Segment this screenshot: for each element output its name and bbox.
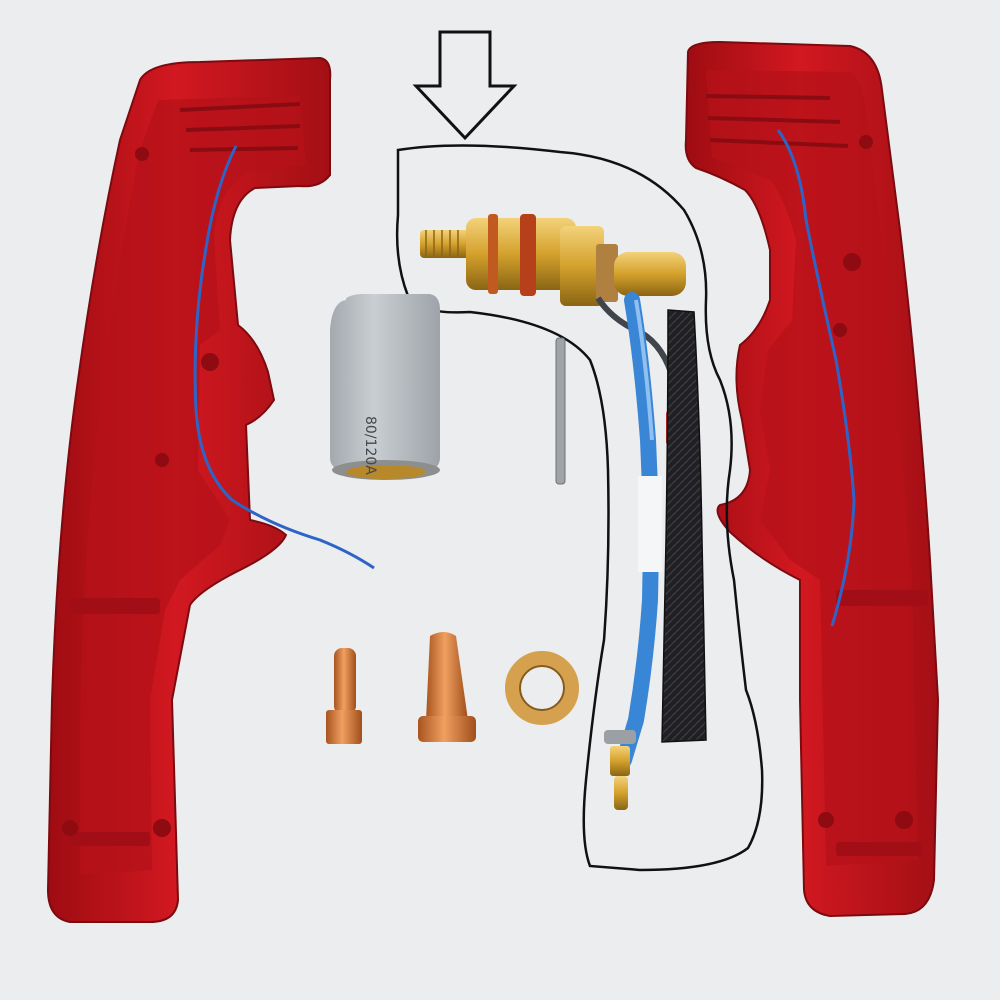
shield-cup-marking: 80/120A (362, 416, 378, 475)
hose-highlight (634, 299, 654, 441)
left-handle-half (46, 56, 332, 923)
right-blue-wire (776, 129, 856, 627)
hose-barb-fitting (604, 730, 636, 810)
torch-head-assembly (420, 214, 686, 306)
swirl-ring (505, 651, 579, 725)
braided-sleeve (661, 309, 707, 743)
highlight-outline (395, 144, 764, 872)
metal-pin (555, 337, 566, 485)
blue-hose (616, 292, 659, 768)
copper-nozzle (418, 632, 476, 742)
copper-electrode (326, 648, 362, 744)
down-arrow-outline-icon (412, 30, 518, 141)
hose-tape (638, 476, 662, 572)
right-handle-half (684, 40, 940, 918)
left-blue-wire (193, 145, 375, 570)
ceramic-shield-cup: 80/120A (330, 294, 440, 480)
